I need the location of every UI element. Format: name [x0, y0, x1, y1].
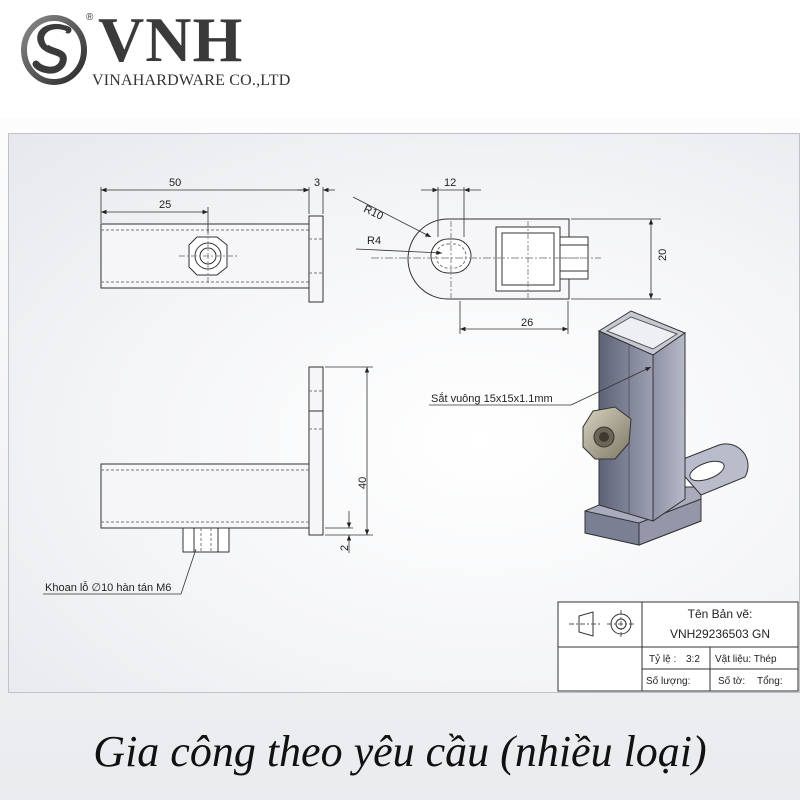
total-label: Tổng: — [757, 675, 783, 687]
dim-length-half: 25 — [159, 199, 171, 211]
front-view-dimensions — [43, 366, 373, 595]
dim-outer-radius: R10 — [362, 203, 385, 222]
scale-value: 3:2 — [686, 654, 700, 665]
quantity-label: Số lượng: — [646, 675, 690, 687]
technical-drawing-sheet: 50 25 3 — [8, 133, 800, 693]
technical-drawing: 50 25 3 — [43, 177, 799, 692]
brand-name: VNH — [98, 4, 244, 75]
material-label: Vật liệu: Thép — [715, 654, 777, 665]
header: ® VNH VINAHARDWARE CO.,LTD — [0, 0, 800, 118]
dim-plate-height: 40 — [357, 477, 369, 489]
front-view — [100, 366, 324, 553]
dim-length-total: 50 — [169, 177, 181, 189]
material-note: Sắt vuông 15x15x1.1mm — [431, 392, 553, 405]
company-name: VINAHARDWARE CO.,LTD — [92, 72, 291, 89]
dim-plate-thickness: 3 — [314, 177, 320, 189]
plan-view-dimensions — [352, 187, 661, 334]
drawing-number: VNH29236503 GN — [670, 627, 770, 641]
material-leader — [429, 366, 652, 406]
dim-gap: 2 — [339, 545, 351, 551]
dim-height-square: 20 — [657, 249, 669, 261]
drill-note: Khoan lỗ ∅10 hàn tán M6 — [45, 581, 171, 594]
sheet-label: Số tờ: — [718, 675, 745, 687]
dim-hole-to-tube: 26 — [521, 317, 533, 329]
plan-view — [371, 218, 601, 301]
dim-slot-width: 12 — [444, 177, 456, 189]
title-block — [557, 601, 799, 692]
swirl-s-logo-icon — [21, 15, 87, 85]
top-view-dimensions — [100, 187, 335, 233]
footer-caption: Gia công theo yêu cầu (nhiều loại) — [93, 727, 707, 776]
drawing-name-label: Tên Bản vẽ: — [688, 607, 753, 621]
registered-mark: ® — [86, 12, 94, 23]
top-view — [100, 215, 324, 303]
dim-slot-radius: R4 — [367, 235, 381, 247]
isometric-view — [582, 310, 749, 546]
scale-label: Tỷ lệ : — [649, 653, 676, 665]
